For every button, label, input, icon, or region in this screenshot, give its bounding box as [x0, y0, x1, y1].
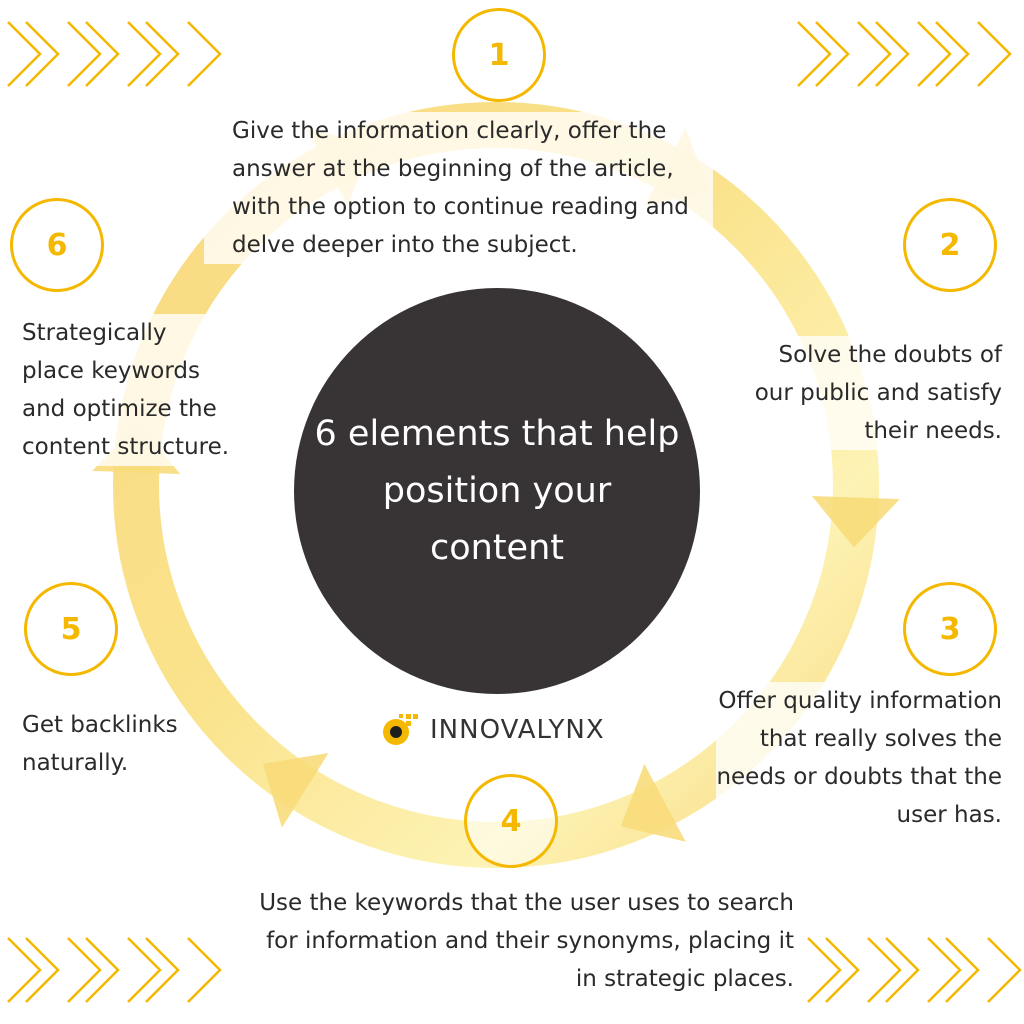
text-line: Get backlinks [22, 712, 178, 738]
text-line: content structure. [22, 434, 230, 460]
brand-logo: INNOVALYNX [380, 712, 605, 748]
step-5-text: Get backlinks naturally. [22, 706, 178, 782]
innovalynx-logo-icon [383, 714, 418, 745]
text-line: that really solves the [759, 726, 1002, 752]
step-3-text: Offer quality information that really so… [716, 682, 1002, 834]
step-4-text: Use the keywords that the user uses to s… [259, 884, 794, 998]
text-line: with the option to continue reading and [232, 194, 689, 220]
text-line: needs or doubts that the [716, 764, 1002, 790]
chevrons-top-left [7, 21, 222, 87]
step-6-number: 6 [10, 198, 104, 292]
step-2-number: 2 [903, 198, 997, 292]
text-line: user has. [896, 802, 1002, 828]
text-line: our public and satisfy [754, 380, 1002, 406]
step-1-number: 1 [452, 8, 546, 102]
center-title: 6 elements that help position your conte… [294, 288, 700, 694]
cycle-arrowhead-3 [620, 764, 686, 842]
cycle-arrowhead-4 [262, 752, 329, 828]
step-1-text: Give the information clearly, offer the … [204, 112, 713, 264]
text-line: place keywords [22, 358, 200, 384]
text-line: Solve the doubts of [778, 342, 1002, 368]
text-line: answer at the beginning of the article, [232, 156, 674, 182]
text-line: and optimize the [22, 396, 217, 422]
step-3-number: 3 [903, 582, 997, 676]
text-line: in strategic places. [575, 966, 794, 992]
step-6-text: Strategically place keywords and optimiz… [22, 314, 230, 466]
center-title-line: content [429, 527, 564, 568]
text-line: Strategically [22, 320, 167, 346]
center-title-line: 6 elements that help [314, 413, 680, 454]
text-line: Offer quality information [718, 688, 1002, 714]
text-line: Use the keywords that the user uses to s… [259, 890, 794, 916]
text-line: their needs. [864, 418, 1002, 444]
text-line: for information and their synonyms, plac… [266, 928, 794, 954]
chevrons-bottom-right [807, 937, 1022, 1003]
cycle-arrowhead-2 [811, 496, 900, 548]
step-5-number: 5 [24, 582, 118, 676]
text-line: delve deeper into the subject. [232, 232, 578, 258]
text-line: Give the information clearly, offer the [232, 118, 667, 144]
step-2-text: Solve the doubts of our public and satis… [754, 336, 1002, 450]
text-line: naturally. [22, 750, 129, 776]
chevrons-top-right [797, 21, 1012, 87]
brand-name: INNOVALYNX [430, 715, 605, 745]
center-title-line: position your [382, 470, 612, 511]
chevrons-bottom-left [7, 937, 222, 1003]
step-4-number: 4 [464, 774, 558, 868]
